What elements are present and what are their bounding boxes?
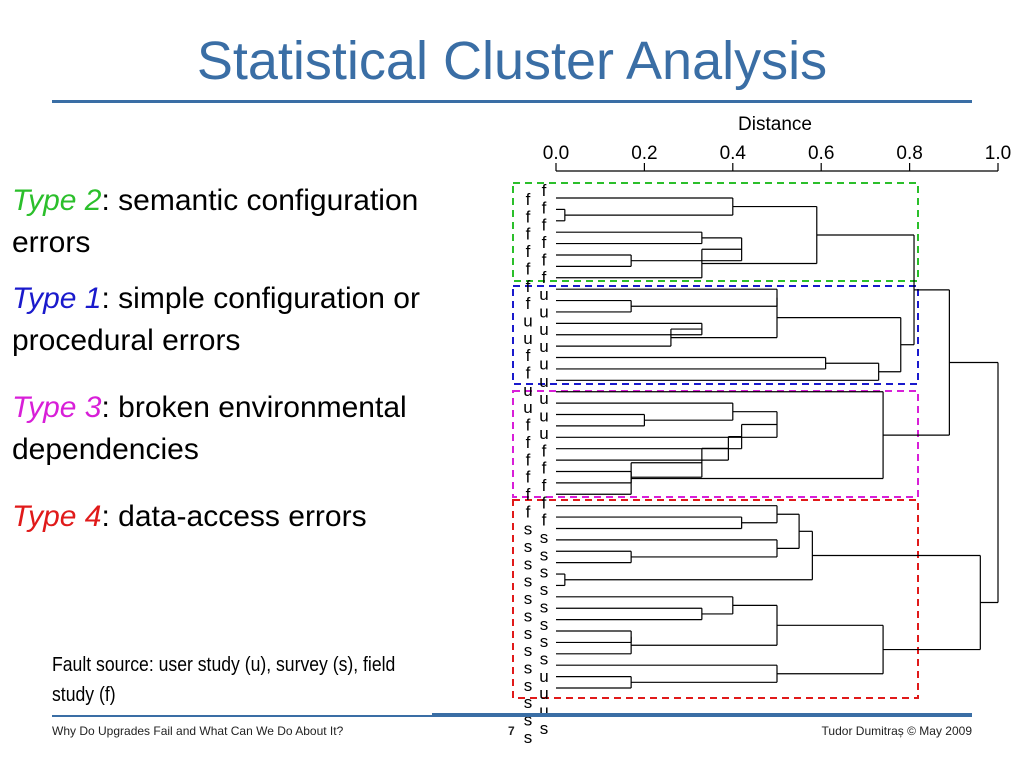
leaf-label: s [524,658,533,677]
footer-page-number: 7 [508,724,515,738]
leaf-label: u [539,684,548,703]
footer-author-date: Tudor Dumitraș © May 2009 [821,724,972,738]
type-2-name: Type 2 [12,184,102,217]
leaf-label: f [526,433,531,452]
tick-label: 0.2 [631,143,657,164]
leaf-label: u [523,398,532,417]
leaf-label: u [539,407,548,426]
axis-title: Distance [738,114,812,135]
leaf-label: u [523,311,532,330]
footer-rule-left [52,715,432,717]
leaf-label: f [526,190,531,209]
leaf-label: f [542,250,547,269]
leaf-label: f [526,207,531,226]
type-2-desc: : semantic configuration errors [12,184,419,259]
leaf-label: f [526,242,531,261]
leaf-label: s [524,606,533,625]
tick-label: 1.0 [985,143,1011,164]
leaf-label: f [542,493,547,512]
leaf-label: s [540,528,549,547]
leaf-label: u [539,337,548,356]
leaf-label: f [526,450,531,469]
leaf-label: f [542,459,547,478]
leaf-label: u [539,355,548,374]
legend-type-2: Type 2: semantic configuration errors [12,180,502,264]
leaf-label: s [524,537,533,556]
leaf-label: f [526,294,531,313]
tick-label: 0.6 [808,143,834,164]
leaf-label: f [526,364,531,383]
leaf-label: u [539,667,548,686]
tick-label: 0.8 [896,143,922,164]
leaf-label: u [523,329,532,348]
leaf-label: s [540,563,549,582]
leaf-label: u [539,424,548,443]
type-3-desc: : broken environmental dependencies [12,391,407,466]
leaf-label: f [526,259,531,278]
legend-type-4: Type 4: data-access errors [12,496,502,538]
leaf-label: s [540,545,549,564]
leaf-label: f [542,441,547,460]
leaf-label: f [526,346,531,365]
leaf-label: s [524,589,533,608]
leaf-label: s [540,615,549,634]
leaf-label: s [524,711,533,730]
leaf-label: f [526,468,531,487]
leaf-label: s [524,676,533,695]
leaf-label: u [539,702,548,721]
leaf-label: s [540,597,549,616]
leaf-label: s [524,520,533,539]
leaf-label: f [526,277,531,296]
fault-source-note: Fault source: user study (u), survey (s)… [52,654,396,706]
tick-label: 0.0 [543,143,569,164]
leaf-label: f [542,268,547,287]
leaf-label: s [540,632,549,651]
leaf-label: s [524,554,533,573]
leaf-label: u [539,389,548,408]
type-4-desc: : data-access errors [101,500,367,533]
type-4-name: Type 4 [12,500,102,533]
leaf-label: f [542,476,547,495]
legend-type-1: Type 1: simple configuration or procedur… [12,278,502,362]
leaf-label: u [539,320,548,339]
leaf-label: f [526,225,531,244]
leaf-label: u [539,285,548,304]
leaf-label: s [540,719,549,738]
leaf-label: f [526,502,531,521]
leaf-label: s [524,728,533,747]
leaf-label: s [524,624,533,643]
type-1-name: Type 1 [12,282,102,315]
cluster-box-type-4 [512,499,919,699]
leaf-label: f [542,233,547,252]
leaf-label: f [542,181,547,200]
leaf-label: s [524,572,533,591]
type-1-desc: : simple configuration or procedural err… [12,282,420,357]
cluster-box-type-3 [512,390,919,498]
legend-type-3: Type 3: broken environmental dependencie… [12,387,502,471]
leaf-label: u [539,302,548,321]
leaf-label: f [542,198,547,217]
leaf-label: f [526,485,531,504]
leaf-label: u [523,381,532,400]
leaf-label: f [526,416,531,435]
slide-title: Statistical Cluster Analysis [196,31,828,91]
leaf-label: s [524,641,533,660]
leaf-label: s [524,693,533,712]
title-divider [52,100,972,103]
leaf-label: s [540,649,549,668]
type-3-name: Type 3 [12,391,102,424]
leaf-label: s [540,580,549,599]
tick-label: 0.4 [720,143,747,164]
leaf-label: f [542,216,547,235]
footer-talk-title: Why Do Upgrades Fail and What Can We Do … [52,724,344,738]
footer-rule-right [432,713,972,717]
leaf-label: f [542,511,547,530]
leaf-label: u [539,372,548,391]
